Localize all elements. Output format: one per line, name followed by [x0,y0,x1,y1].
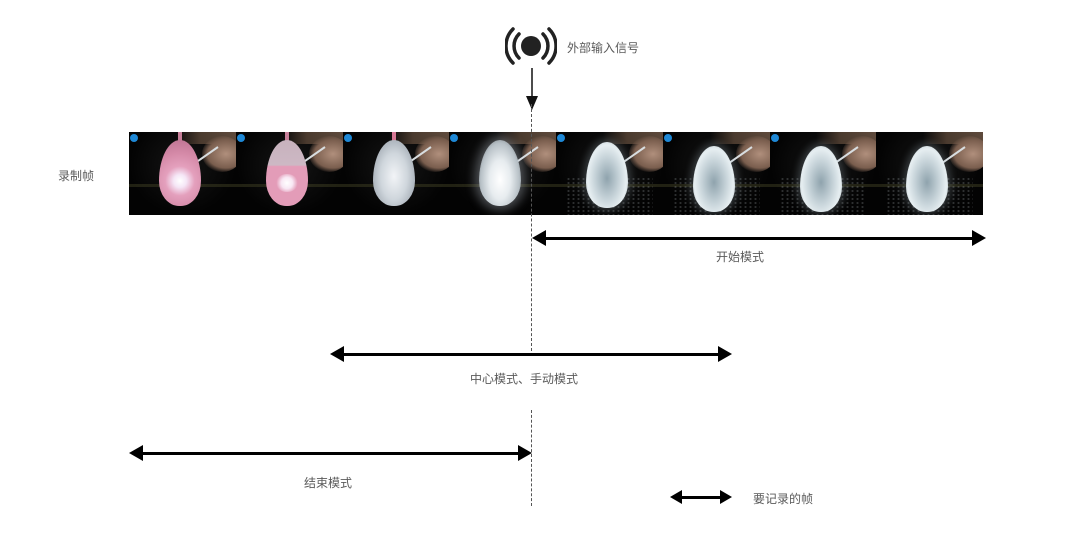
frame-5 [556,132,663,215]
watermark-logo-icon [236,134,245,142]
watermark-logo-icon [770,134,779,142]
start-mode-label: 开始模式 [716,250,765,264]
legend-label: 要记录的帧 [753,492,814,506]
frame-2 [235,132,343,215]
end-mode-label: 结束模式 [304,476,353,490]
watermark-logo-icon [450,134,459,142]
broadcast-signal-icon [504,25,558,67]
frame-8 [876,132,983,215]
frame-4 [449,132,556,215]
recorded-frames-strip [129,132,983,215]
frame-7 [769,132,877,215]
frame-3 [342,132,450,215]
frame-6 [662,132,770,215]
signal-arrow [525,68,539,112]
signal-label: 外部输入信号 [567,41,640,55]
watermark-logo-icon [663,134,672,142]
center-manual-mode-label: 中心模式、手动模式 [470,372,579,386]
watermark-logo-icon [130,134,138,142]
watermark-logo-icon [343,134,352,142]
frame-1 [129,132,236,215]
trigger-line [531,104,532,356]
watermark-logo-icon [557,134,565,142]
recorded-frames-label: 录制帧 [58,169,95,183]
